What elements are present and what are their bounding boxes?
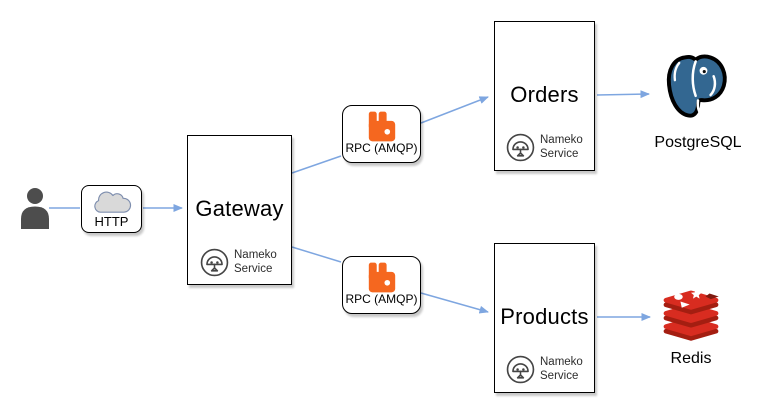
redis-icon bbox=[663, 288, 719, 341]
nameko-service-icon bbox=[200, 248, 229, 277]
redis-node: Redis bbox=[646, 286, 736, 376]
rabbitmq-icon bbox=[368, 262, 395, 293]
person-icon bbox=[21, 188, 49, 229]
nameko-service-badge: Nameko Service bbox=[506, 355, 583, 384]
postgresql-label: PostgreSQL bbox=[654, 134, 742, 151]
connector-gateway-rpc-top bbox=[291, 155, 342, 174]
connector-gateway-rpc-bottom bbox=[291, 246, 342, 263]
orders-node: Orders Nameko Service bbox=[494, 21, 595, 171]
gateway-node: Gateway Nameko Service bbox=[187, 135, 292, 285]
http-node: HTTP bbox=[81, 185, 142, 233]
nameko-label-line1: Nameko bbox=[234, 248, 277, 261]
nameko-label-line2: Service bbox=[540, 147, 579, 160]
nameko-label-line2: Service bbox=[540, 369, 579, 382]
user-node bbox=[19, 187, 51, 229]
nameko-service-badge: Nameko Service bbox=[506, 133, 583, 162]
rpc-amqp-label: RPC (AMQP) bbox=[345, 141, 418, 155]
connector-rpc-orders bbox=[420, 96, 489, 124]
gateway-title: Gateway bbox=[195, 196, 284, 221]
connector-rpc-products bbox=[420, 292, 489, 314]
nameko-label-line1: Nameko bbox=[540, 355, 583, 368]
rpc-amqp-bottom-node: RPC (AMQP) bbox=[342, 256, 421, 314]
rpc-amqp-label: RPC (AMQP) bbox=[345, 292, 418, 306]
postgresql-icon bbox=[666, 54, 727, 118]
nameko-service-badge: Nameko Service bbox=[200, 248, 277, 277]
http-label: HTTP bbox=[94, 214, 129, 229]
nameko-service-icon bbox=[506, 355, 535, 384]
orders-title: Orders bbox=[510, 82, 579, 107]
nameko-label-line2: Service bbox=[234, 262, 273, 275]
rpc-amqp-top-node: RPC (AMQP) bbox=[342, 105, 421, 163]
cloud-icon bbox=[93, 191, 131, 213]
products-title: Products bbox=[500, 304, 589, 329]
nameko-service-icon bbox=[506, 133, 535, 162]
rabbitmq-icon bbox=[368, 111, 395, 142]
connector-orders-postgresql bbox=[596, 90, 650, 99]
nameko-label-line1: Nameko bbox=[540, 133, 583, 146]
redis-label: Redis bbox=[670, 350, 712, 367]
postgresql-node: PostgreSQL bbox=[643, 50, 753, 152]
products-node: Products Nameko Service bbox=[494, 243, 595, 393]
